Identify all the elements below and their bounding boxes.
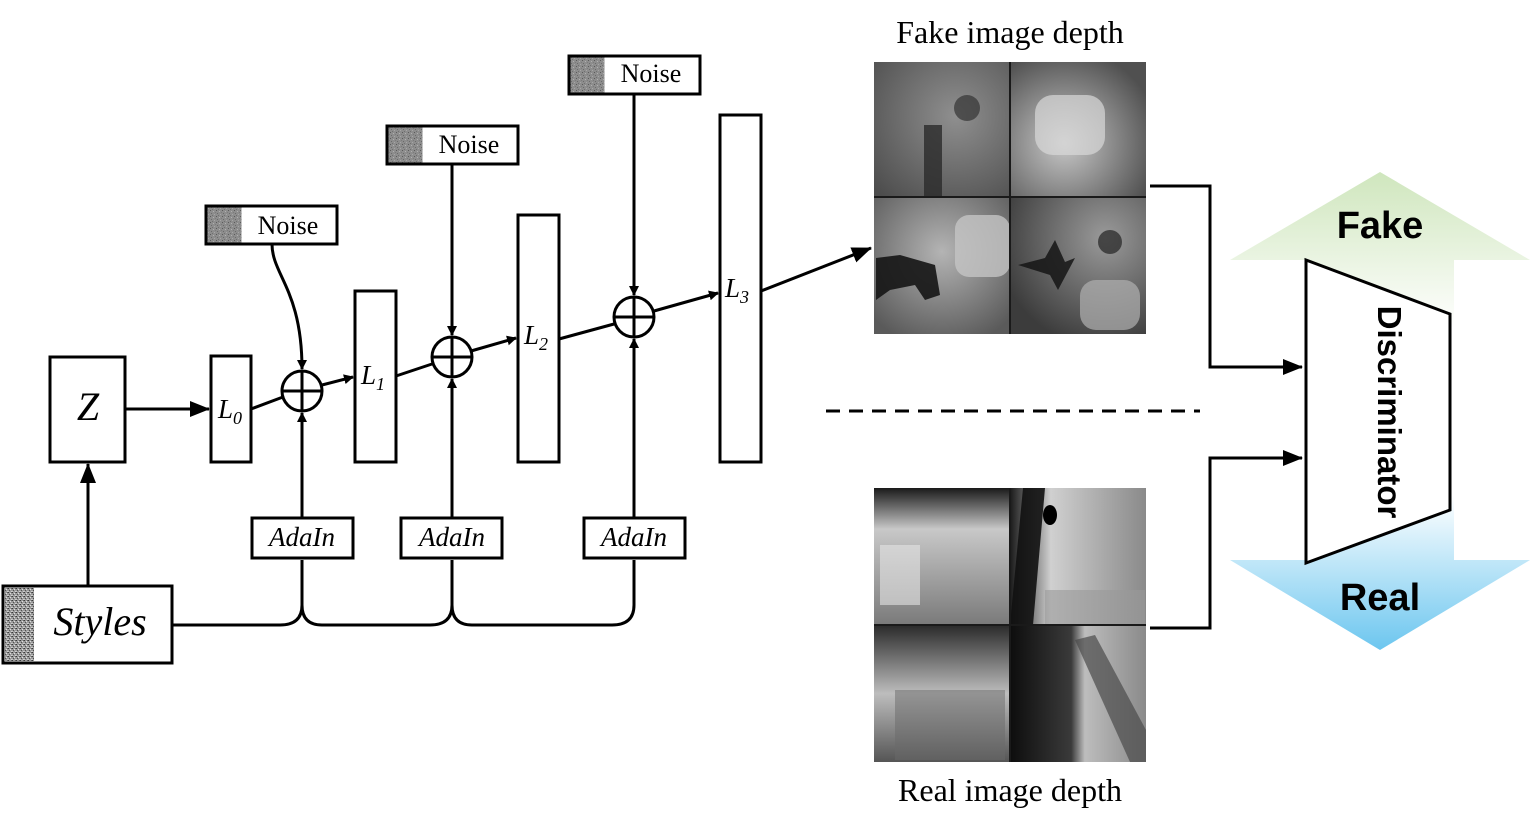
fake-label: Fake [1337,205,1424,247]
add-node-2 [430,335,474,379]
real-images-to-discriminator-arrow [1150,450,1303,630]
styles-noise-swatch [5,588,34,661]
real-depth-images [874,488,1146,762]
noise-box-3: Noise [567,54,702,96]
layer-l2: L2 [516,213,561,464]
svg-text:L3: L3 [724,273,749,307]
l3-to-fake-images-arrow [760,246,872,293]
layer-l3: L3 [718,113,763,464]
fake-depth-images [874,62,1146,334]
discriminator-label: Discriminator [1371,306,1408,519]
fake-arrow [1230,172,1530,328]
l2-to-add3-line [558,322,615,341]
add-node-3 [612,295,656,339]
l2-letter: L [523,320,539,350]
l0-letter: L [217,394,233,424]
add1-to-l1-arrow [321,374,354,387]
noise-swatch-3 [570,57,605,93]
noise-label-1: Noise [258,211,319,240]
adain-label-2: AdaIn [417,522,485,552]
real-label: Real [1340,577,1420,619]
noise-box-1: Noise [204,204,339,246]
l3-letter: L [724,273,740,303]
add2-to-l2-arrow [470,335,517,353]
noise-swatch-1 [207,207,242,243]
svg-text:L0: L0 [217,394,242,428]
styles-bus-line [172,560,636,627]
add-node-1 [280,369,324,413]
svg-text:L1: L1 [360,360,385,394]
adain-box-3: AdaIn [582,516,687,560]
adain-label-3: AdaIn [599,522,667,552]
noise1-to-add1-arrow [270,243,307,370]
noise-box-2: Noise [385,124,520,166]
noise-label-2: Noise [439,130,500,159]
adain-box-2: AdaIn [399,516,504,560]
z-label: Z [77,384,100,429]
adain-box-1: AdaIn [250,516,355,560]
adain-label-1: AdaIn [267,522,335,552]
layer-l1: L1 [353,289,398,464]
noise-swatch-2 [388,127,423,163]
fake-images-to-discriminator-arrow [1150,184,1303,375]
real-arrow [1230,496,1530,650]
discriminator-block: Discriminator [1304,257,1452,566]
z-block: Z [48,355,127,464]
noise-label-3: Noise [621,59,682,88]
add3-to-l3-arrow [653,290,719,313]
fake-image-depth-title: Fake image depth [896,14,1123,50]
real-image-depth-title: Real image depth [898,772,1122,808]
l0-subscript: 0 [233,408,242,428]
styles-block: Styles [1,584,174,665]
l0-to-add1-line [250,395,284,411]
svg-text:L2: L2 [523,320,548,354]
l2-subscript: 2 [539,334,548,354]
l1-letter: L [360,360,376,390]
layer-l0: L0 [209,354,253,464]
l3-subscript: 3 [739,287,749,307]
l1-to-add2-line [395,362,433,378]
styles-label: Styles [53,599,146,644]
l1-subscript: 1 [376,374,385,394]
